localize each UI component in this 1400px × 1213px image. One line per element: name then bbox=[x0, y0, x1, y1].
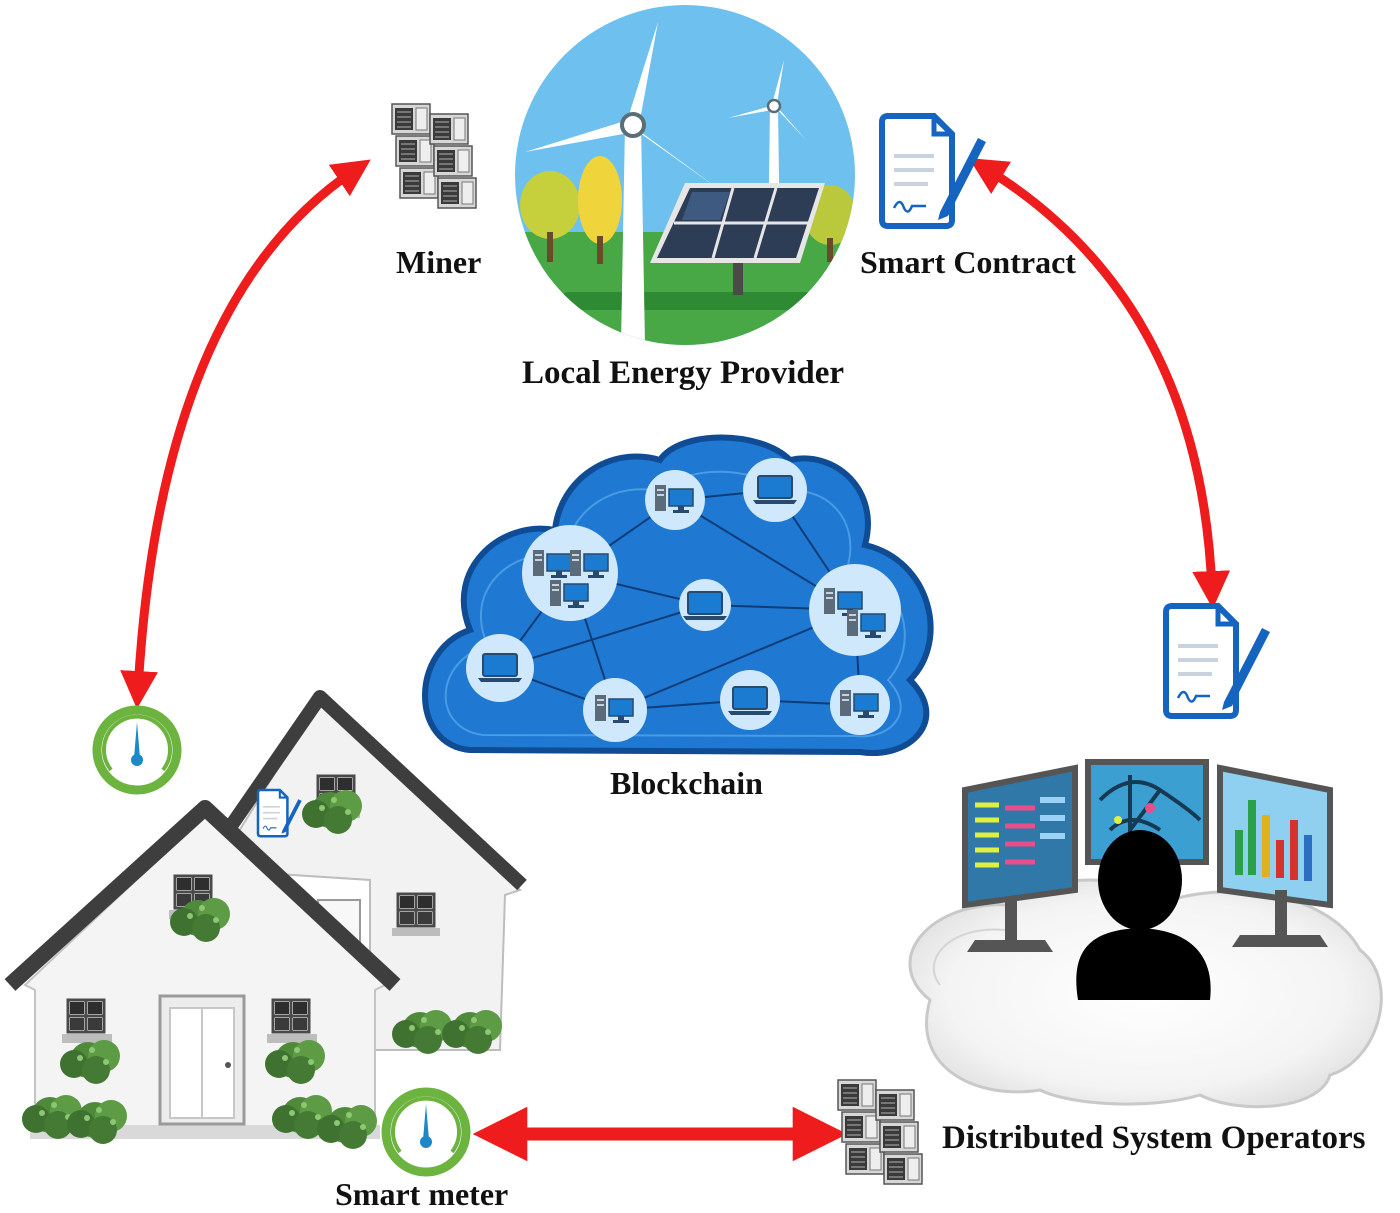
miner-label: Miner bbox=[396, 244, 482, 280]
blockchain-cloud bbox=[422, 434, 934, 757]
blockchain-label: Blockchain bbox=[610, 765, 763, 801]
smart-meter-label: Smart meter bbox=[335, 1176, 509, 1212]
network-node bbox=[522, 525, 618, 621]
monitor-icon bbox=[1217, 764, 1333, 947]
network-node bbox=[645, 470, 705, 530]
local-energy-provider-label: Local Energy Provider bbox=[522, 355, 845, 391]
network-node bbox=[466, 634, 534, 702]
distributed-system-operators-label: Distributed System Operators bbox=[942, 1120, 1366, 1156]
network-node bbox=[583, 678, 647, 742]
arrows bbox=[120, 158, 1231, 1162]
network-node bbox=[809, 564, 901, 656]
house-icon bbox=[4, 690, 527, 1149]
network-node bbox=[830, 675, 890, 735]
wind-turbine-icon bbox=[525, 22, 720, 345]
smart-meter-icon bbox=[97, 710, 177, 790]
arrow-contract-to-dso bbox=[968, 158, 1231, 609]
operator-icon bbox=[1076, 830, 1211, 1000]
network-node bbox=[679, 579, 731, 631]
smart-contract-document-icon bbox=[882, 116, 986, 226]
local-energy-provider-illustration bbox=[515, 5, 855, 345]
smart-meter-icon bbox=[386, 1092, 466, 1172]
smart-contract-label: Smart Contract bbox=[860, 244, 1076, 280]
network-node bbox=[743, 458, 807, 522]
network-node bbox=[720, 670, 780, 730]
dso-server-icon bbox=[837, 1079, 923, 1185]
arrow-miner-to-home bbox=[120, 159, 371, 709]
miner-server-icon bbox=[391, 103, 477, 209]
solar-panel-icon bbox=[650, 183, 825, 295]
operator-station-illustration bbox=[908, 759, 1383, 1109]
monitor-icon bbox=[962, 764, 1078, 952]
document-icon bbox=[1166, 606, 1270, 716]
